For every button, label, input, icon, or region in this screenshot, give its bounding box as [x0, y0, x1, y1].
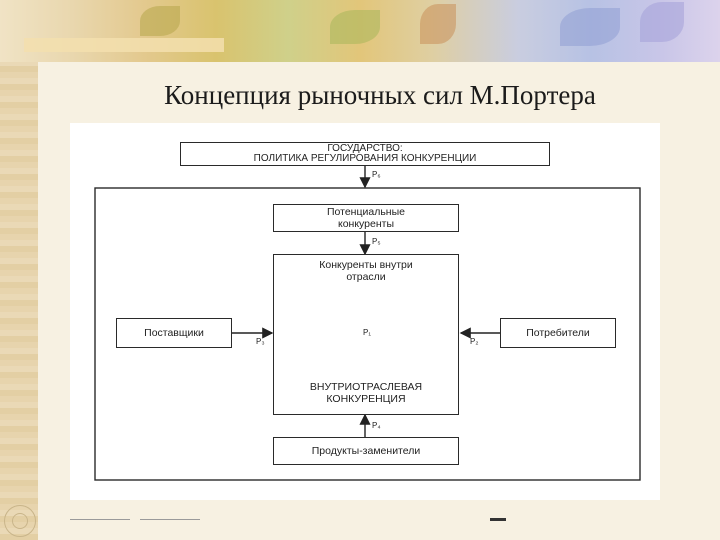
leaf-decor — [560, 8, 620, 46]
label-p2: P₂ — [470, 337, 479, 346]
state-policy-box: ГОСУДАРСТВО: ПОЛИТИКА РЕГУЛИРОВАНИЯ КОНК… — [180, 142, 550, 166]
slide-title: Концепция рыночных сил М.Портера — [164, 80, 596, 110]
consumers-box: Потребители — [500, 318, 616, 348]
footer-mark — [490, 518, 506, 521]
industry-competitors-label: Конкуренты внутри отрасли — [319, 259, 413, 283]
diagram-scan: ГОСУДАРСТВО: ПОЛИТИКА РЕГУЛИРОВАНИЯ КОНК… — [70, 123, 660, 500]
footer-rule — [140, 519, 200, 520]
substitutes-box: Продукты-заменители — [273, 437, 459, 465]
potential-competitors-box: Потенциальные конкуренты — [273, 204, 459, 232]
left-decor-strip — [0, 0, 38, 540]
top-decor-banner — [0, 0, 720, 62]
leaf-decor — [640, 2, 684, 42]
industry-competitors-box: Конкуренты внутри отрасли — [273, 254, 459, 415]
label-p5: P₅ — [372, 237, 381, 246]
footer-rule — [70, 519, 130, 520]
label-p1: P₁ — [363, 328, 372, 337]
label-p3: P₃ — [256, 337, 265, 346]
footer-logo-icon — [4, 505, 36, 537]
label-p4: P₄ — [372, 421, 381, 430]
label-p6: P₆ — [372, 170, 381, 179]
leaf-decor — [420, 4, 456, 44]
leaf-decor — [330, 10, 380, 44]
leaf-decor — [140, 6, 180, 36]
suppliers-box: Поставщики — [116, 318, 232, 348]
banner-bar-decor — [24, 38, 224, 52]
intra-industry-label: ВНУТРИОТРАСЛЕВАЯ КОНКУРЕНЦИЯ — [309, 381, 423, 405]
